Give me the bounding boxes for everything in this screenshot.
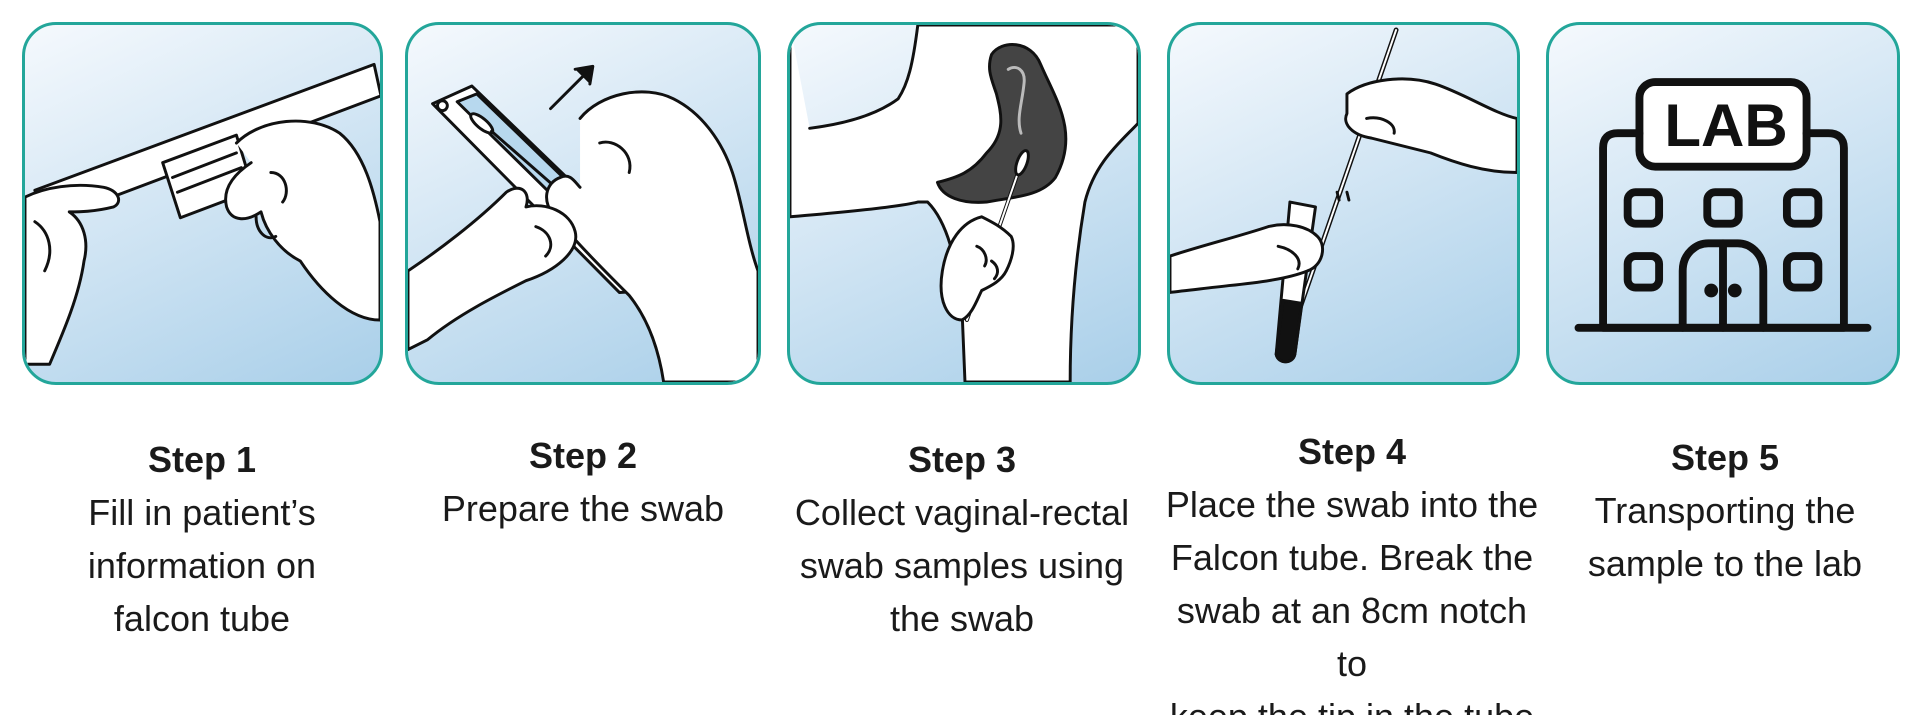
lab-building-icon — [1574, 78, 1872, 332]
swab-collection-icon — [790, 25, 1138, 382]
lab-sign-text: LAB — [1664, 92, 1788, 159]
step-4-line-4: keep the tip in the tube — [1160, 690, 1544, 715]
step-4-panel — [1167, 22, 1520, 385]
step-4-line-2: Falcon tube. Break the — [1170, 537, 1534, 578]
step-5-panel: LAB — [1546, 22, 1900, 385]
step-3-panel — [787, 22, 1141, 385]
step-2-line-1: Prepare the swab — [441, 488, 725, 529]
step-4-line-3: swab at an 8cm notch to — [1176, 590, 1528, 684]
step-1-caption: Step 1 Fill in patient’s information on … — [10, 433, 394, 645]
step-1-panel — [22, 22, 383, 385]
step-2-title: Step 2 — [528, 435, 638, 476]
step-3-line-3: the swab — [889, 598, 1035, 639]
step-3-title: Step 3 — [907, 439, 1017, 480]
swab-into-tube-icon — [1170, 27, 1517, 364]
step-5-title: Step 5 — [1670, 437, 1780, 478]
step-2-panel — [405, 22, 761, 385]
step-5-line-1: Transporting the — [1594, 490, 1856, 531]
step-4-line-1: Place the swab into the — [1165, 484, 1539, 525]
step-1-line-3: falcon tube — [113, 598, 291, 639]
step-1-line-2: information on — [87, 545, 317, 586]
hands-labeling-tube-icon — [25, 62, 380, 366]
step-5-caption: Step 5 Transporting the sample to the la… — [1540, 431, 1910, 590]
step-3-line-2: swab samples using — [799, 545, 1125, 586]
step-3-caption: Step 3 Collect vaginal-rectal swab sampl… — [770, 433, 1154, 645]
step-4-caption: Step 4 Place the swab into the Falcon tu… — [1160, 425, 1544, 715]
step-4-title: Step 4 — [1297, 431, 1407, 472]
step-1-title: Step 1 — [147, 439, 257, 480]
step-3-line-1: Collect vaginal-rectal — [794, 492, 1130, 533]
step-5-line-2: sample to the lab — [1587, 543, 1863, 584]
step-1-line-1: Fill in patient’s — [88, 492, 316, 533]
hands-opening-swab-package-icon — [408, 64, 758, 382]
step-2-caption: Step 2 Prepare the swab — [391, 429, 775, 535]
